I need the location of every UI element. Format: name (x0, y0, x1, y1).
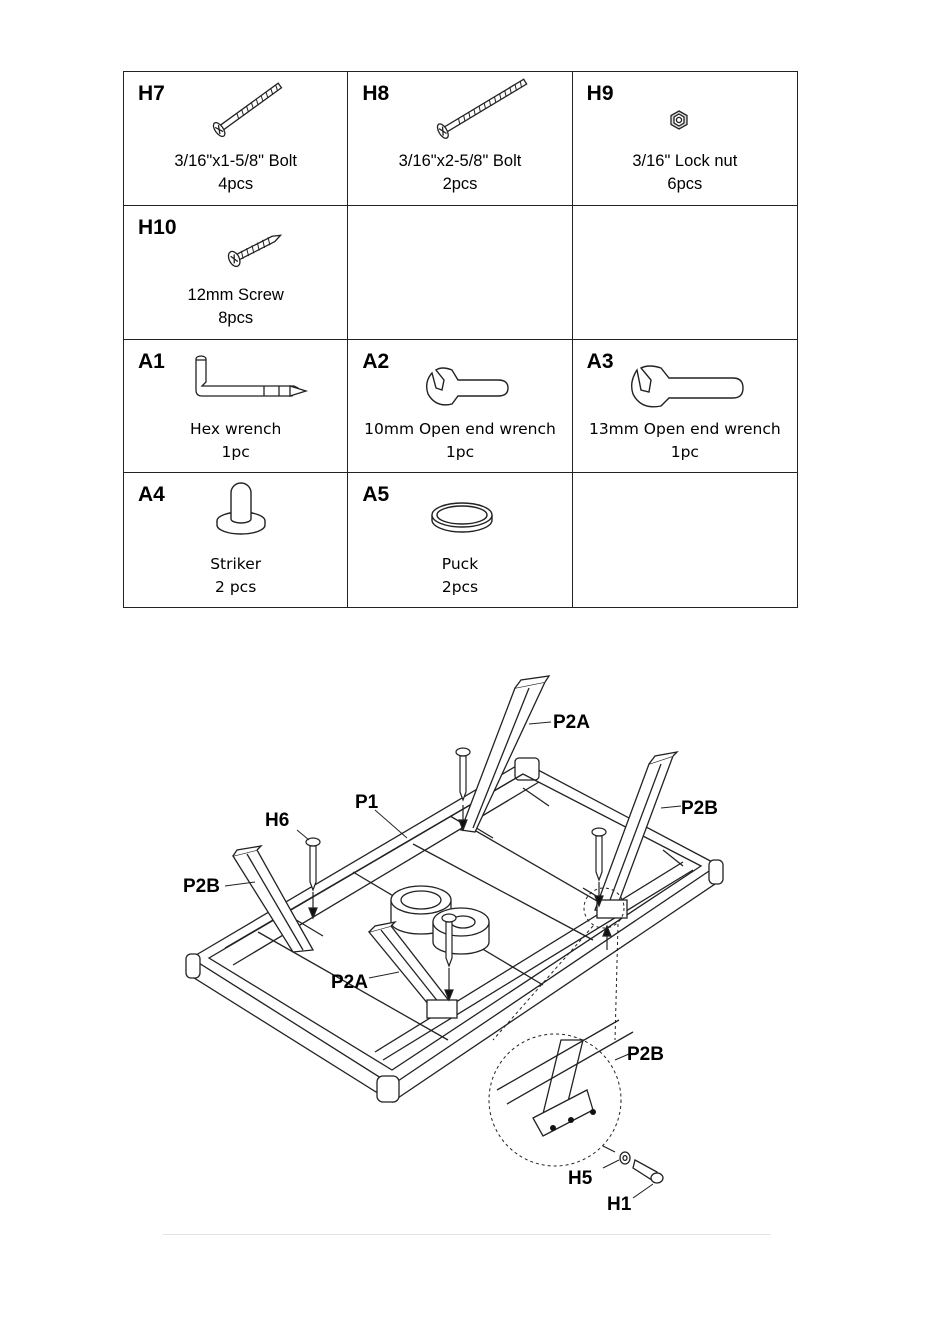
part-description: 3/16"x1-5/8" Bolt (124, 152, 347, 171)
part-description: 3/16" Lock nut (573, 152, 797, 171)
part-cell-a5: A5 Puck 2pcs (348, 473, 572, 607)
part-cell-h10: H10 12mm Screw 8pcs (124, 206, 348, 340)
label-p2b-right: P2B (681, 798, 718, 819)
part-cell-h9: H9 3/16" Lock nut 6pcs (573, 72, 797, 206)
part-quantity: 1pc (573, 443, 797, 461)
part-description: 10mm Open end wrench (348, 420, 571, 438)
parts-table: H7 3/16"x1-5/8" Bolt 4pcs H8 (123, 71, 798, 608)
label-p2a-top: P2A (553, 712, 590, 733)
part-quantity: 2 pcs (124, 578, 347, 596)
label-p2b-detail: P2B (627, 1044, 664, 1065)
part-cell-a4: A4 Striker 2 pcs (124, 473, 348, 607)
part-description: Striker (124, 555, 347, 573)
part-quantity: 2pcs (348, 578, 571, 596)
page-divider (163, 1234, 771, 1235)
part-cell-a2: A2 10mm Open end wrench 1pc (348, 340, 572, 474)
part-quantity: 6pcs (573, 175, 797, 194)
part-quantity: 1pc (124, 443, 347, 461)
part-quantity: 8pcs (124, 309, 347, 328)
part-description: 13mm Open end wrench (573, 420, 797, 438)
label-h6: H6 (265, 810, 289, 831)
leg-assembly-diagram: P2A P2B P1 H6 P2B P2A P2B H5 H1 (163, 660, 771, 1235)
part-description: 12mm Screw (124, 286, 347, 305)
part-cell-a3: A3 13mm Open end wrench 1pc (573, 340, 797, 474)
empty-cell (348, 206, 572, 340)
part-description: 3/16"x2-5/8" Bolt (348, 152, 571, 171)
part-cell-h7: H7 3/16"x1-5/8" Bolt 4pcs (124, 72, 348, 206)
label-p2a-bottom: P2A (331, 972, 368, 993)
part-description: Puck (348, 555, 571, 573)
label-h1: H1 (607, 1194, 632, 1215)
part-quantity: 2pcs (348, 175, 571, 194)
part-cell-h8: H8 3/16"x2-5/8" Bolt 2pcs (348, 72, 572, 206)
empty-cell (573, 206, 797, 340)
label-p2b-left: P2B (183, 876, 220, 897)
label-p1: P1 (355, 792, 379, 813)
part-cell-a1: A1 Hex wrench 1pc (124, 340, 348, 474)
part-description: Hex wrench (124, 420, 347, 438)
part-quantity: 1pc (348, 443, 571, 461)
part-quantity: 4pcs (124, 175, 347, 194)
label-h5: H5 (568, 1168, 593, 1189)
empty-cell (573, 473, 797, 607)
